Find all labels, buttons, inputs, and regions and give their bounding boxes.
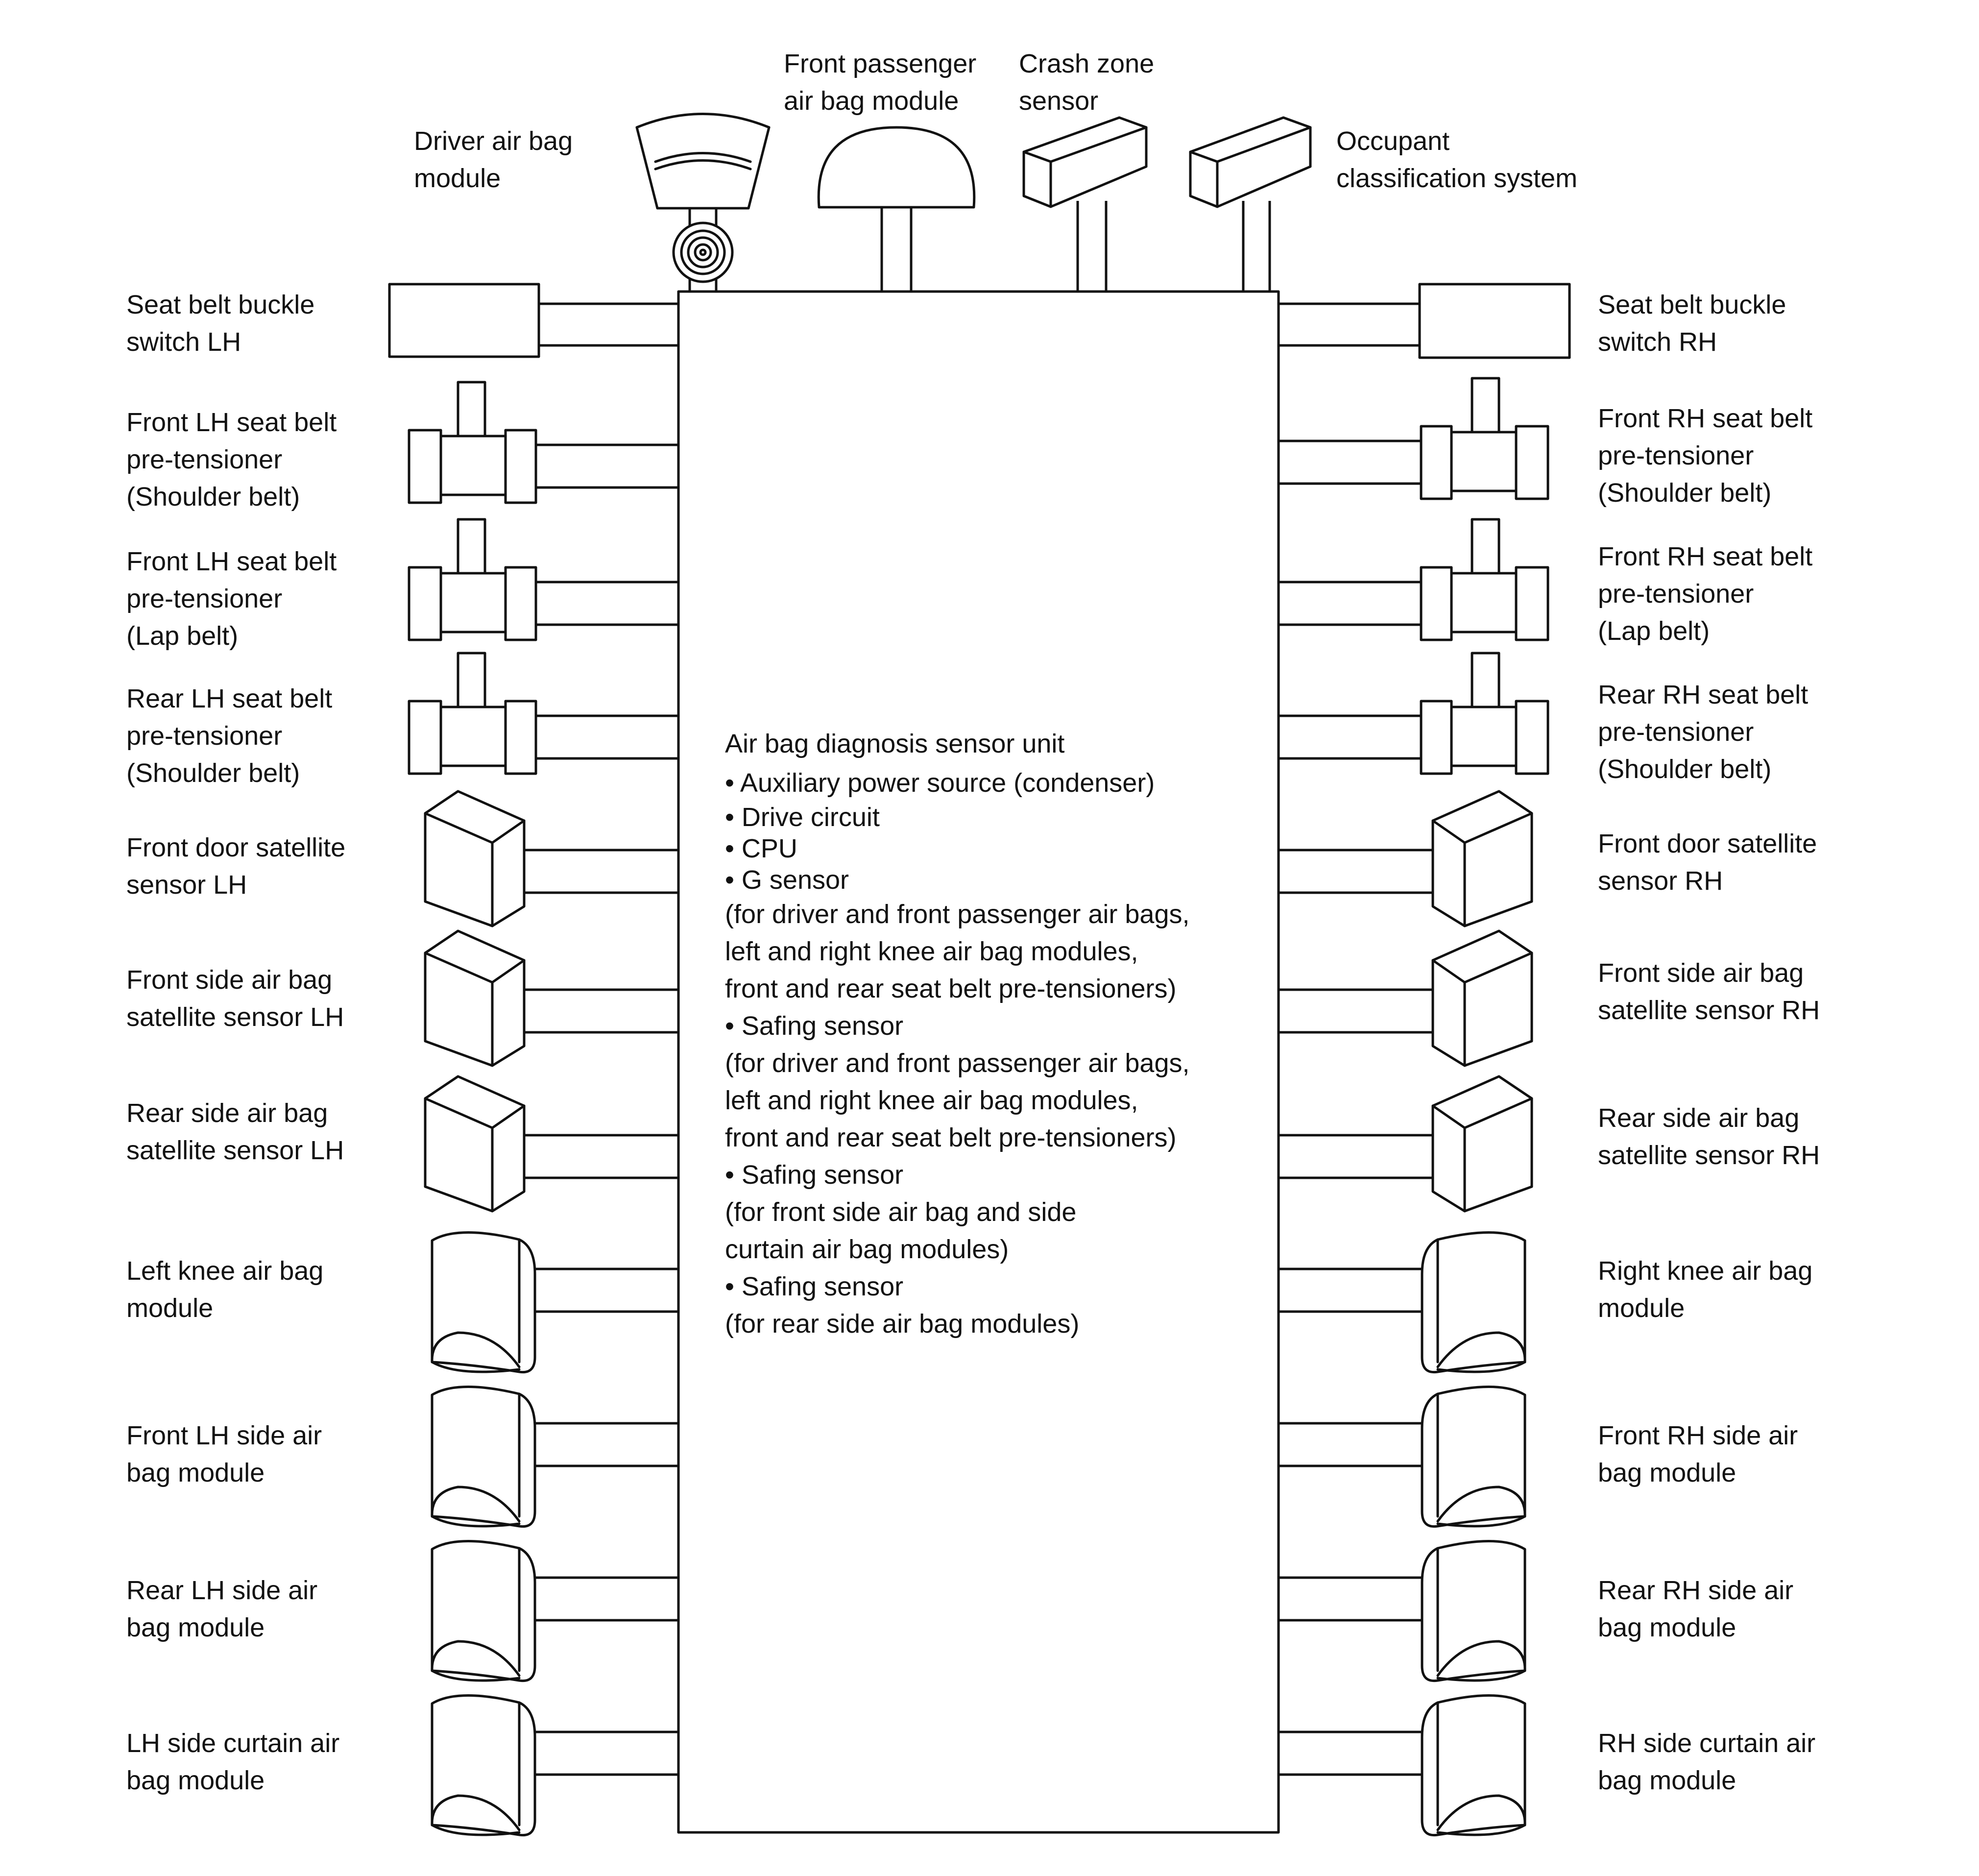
sensor-unit-line: (for driver and front passenger air bags… — [725, 900, 1190, 929]
sensor-unit-line: • Safing sensor — [725, 1272, 904, 1301]
front-side-airbag-satellite-sensor-lh-icon — [424, 929, 678, 1067]
right-components — [1279, 283, 1571, 1837]
sensor-unit-line: • G sensor — [725, 865, 849, 895]
front-door-satellite-sensor-lh-icon — [424, 790, 678, 927]
front-lh-pretensioner-shoulder-icon — [408, 381, 678, 504]
rh-side-curtain-airbag-module-icon — [1279, 1694, 1526, 1837]
front-rh-side-airbag-module-icon — [1279, 1386, 1526, 1528]
front-lh-pretensioner-lap-icon — [408, 518, 678, 641]
sensor-unit-line: • CPU — [725, 834, 797, 863]
front-door-satellite-sensor-rh-icon — [1279, 790, 1533, 927]
rear-lh-side-airbag-module-icon — [431, 1540, 678, 1682]
left-knee-airbag-module-icon — [431, 1231, 678, 1374]
lh-side-curtain-airbag-module-icon — [431, 1694, 678, 1837]
sensor-unit-description: Air bag diagnosis sensor unit • Auxiliar… — [725, 725, 1264, 1342]
front-rh-pretensioner-shoulder-icon — [1279, 377, 1549, 500]
occupant-classification-system-icon — [1189, 116, 1312, 292]
sensor-unit-line: (for driver and front passenger air bags… — [725, 1048, 1190, 1078]
sensor-unit-title: Air bag diagnosis sensor unit — [725, 729, 1065, 758]
seat-belt-buckle-switch-rh-icon — [1279, 283, 1571, 359]
crash-zone-sensor-icon — [1022, 116, 1148, 292]
sensor-unit-line: left and right knee air bag modules, — [725, 1086, 1138, 1115]
sensor-unit-line: front and rear seat belt pre-tensioners) — [725, 1123, 1177, 1152]
rear-side-airbag-satellite-sensor-rh-icon — [1279, 1075, 1533, 1213]
sensor-unit-line: front and rear seat belt pre-tensioners) — [725, 974, 1177, 1003]
front-side-airbag-satellite-sensor-rh-icon — [1279, 929, 1533, 1067]
right-knee-airbag-module-icon — [1279, 1231, 1526, 1374]
seat-belt-buckle-switch-lh-icon — [388, 283, 678, 358]
sensor-unit-line: • Safing sensor — [725, 1011, 904, 1041]
air-bag-diagnosis-sensor-unit-box — [677, 290, 1280, 1834]
rear-rh-side-airbag-module-icon — [1279, 1540, 1526, 1682]
sensor-unit-line: (for front side air bag and side — [725, 1197, 1077, 1227]
rear-lh-pretensioner-shoulder-icon — [408, 652, 678, 775]
driver-air-bag-module-icon — [635, 113, 771, 292]
sensor-unit-line: curtain air bag modules) — [725, 1235, 1009, 1264]
sensor-unit-line: • Auxiliary power source (condenser) — [725, 768, 1155, 798]
rear-rh-pretensioner-shoulder-icon — [1279, 652, 1549, 775]
sensor-unit-line: • Drive circuit — [725, 803, 880, 832]
left-components — [388, 283, 678, 1837]
front-rh-pretensioner-lap-icon — [1279, 518, 1549, 641]
sensor-unit-line: (for rear side air bag modules) — [725, 1309, 1080, 1339]
sensor-unit-line: left and right knee air bag modules, — [725, 937, 1138, 966]
front-lh-side-airbag-module-icon — [431, 1386, 678, 1528]
passenger-air-bag-module-icon — [817, 126, 976, 292]
rear-side-airbag-satellite-sensor-lh-icon — [424, 1075, 678, 1213]
sensor-unit-line: • Safing sensor — [725, 1160, 904, 1190]
